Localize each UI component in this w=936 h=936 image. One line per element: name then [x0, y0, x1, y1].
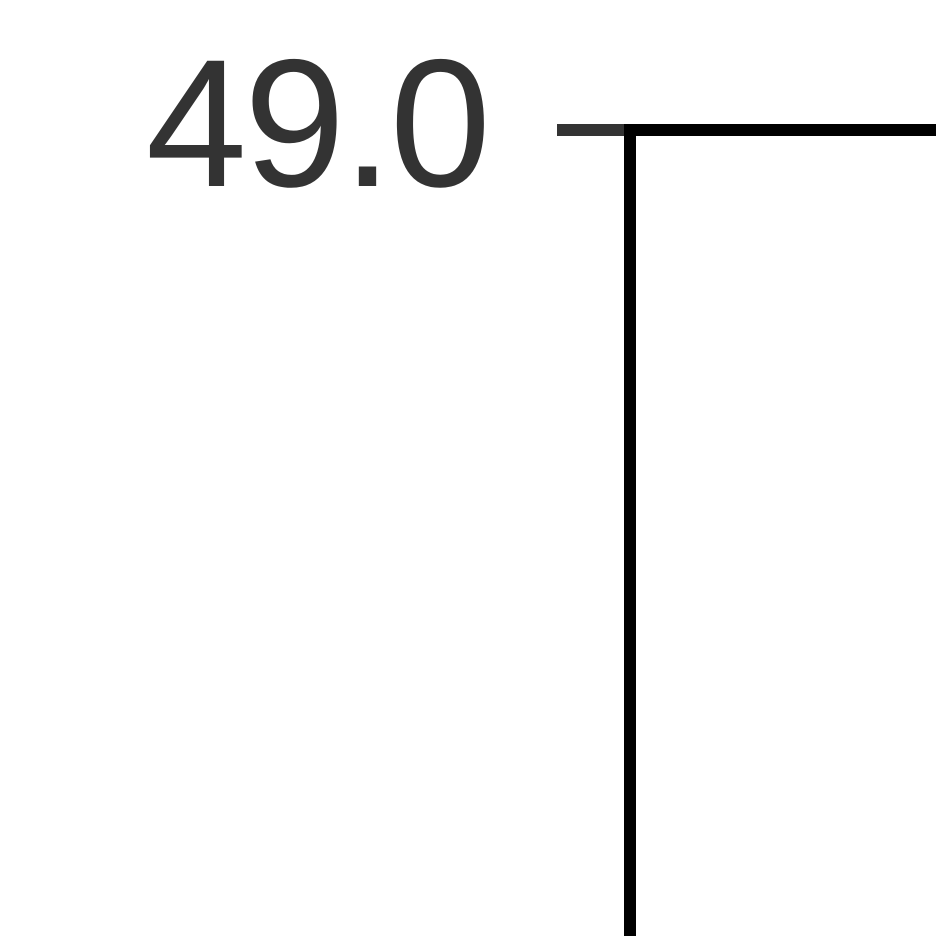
y-tick-label-49: 49.0: [145, 21, 491, 225]
